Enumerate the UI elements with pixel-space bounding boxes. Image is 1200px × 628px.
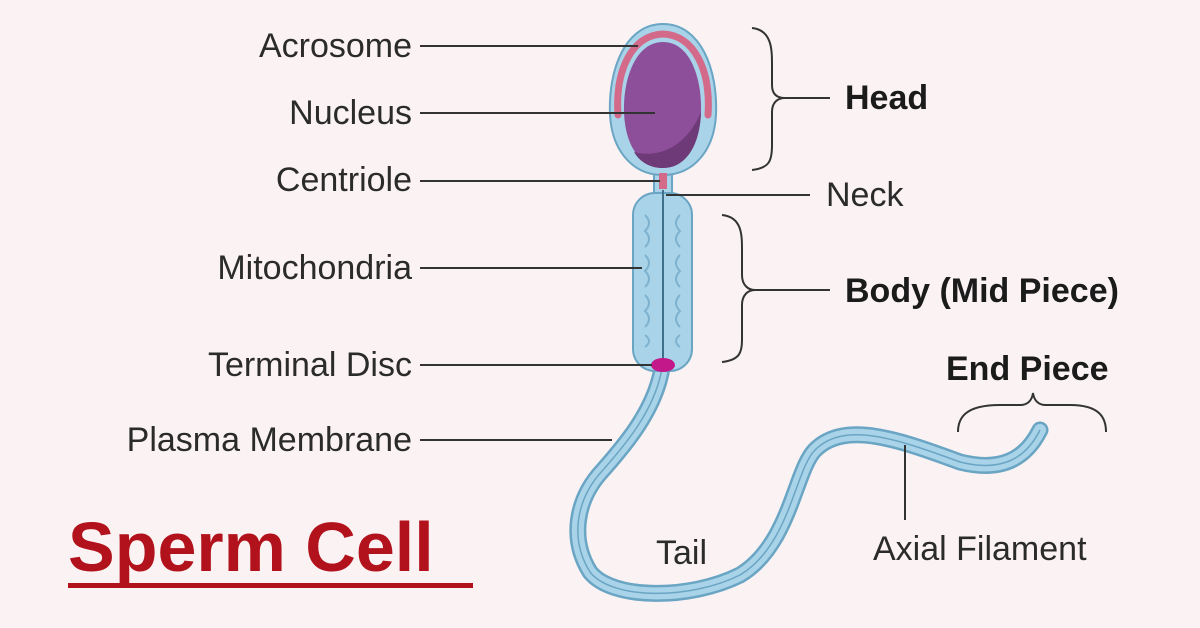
label-neck: Neck — [826, 176, 904, 214]
diagram-title: Sperm Cell — [68, 508, 434, 586]
brace-body — [721, 214, 756, 363]
brace-end-piece — [957, 392, 1107, 433]
title-underline — [68, 583, 473, 588]
label-tail: Tail — [656, 534, 708, 572]
label-nucleus: Nucleus — [289, 94, 412, 132]
mitochondria-pattern — [643, 214, 682, 348]
terminal-disc — [651, 358, 675, 372]
label-terminal-disc: Terminal Disc — [207, 346, 412, 384]
brace-head — [751, 27, 786, 171]
label-centriole: Centriole — [275, 161, 412, 199]
label-end-piece: End Piece — [946, 350, 1109, 388]
centriole — [659, 173, 667, 189]
label-body: Body (Mid Piece) — [845, 272, 1119, 310]
nucleus-shape — [623, 42, 702, 168]
label-head: Head — [845, 79, 929, 117]
tail-axial-line — [577, 367, 1041, 595]
label-axial-filament: Axial Filament — [873, 530, 1087, 568]
acrosome-cap — [614, 30, 712, 119]
label-mitochondria: Mitochondria — [217, 249, 412, 287]
label-acrosome: Acrosome — [258, 27, 412, 65]
nucleus-shadow — [634, 112, 701, 168]
label-plasma-membrane: Plasma Membrane — [126, 421, 412, 459]
